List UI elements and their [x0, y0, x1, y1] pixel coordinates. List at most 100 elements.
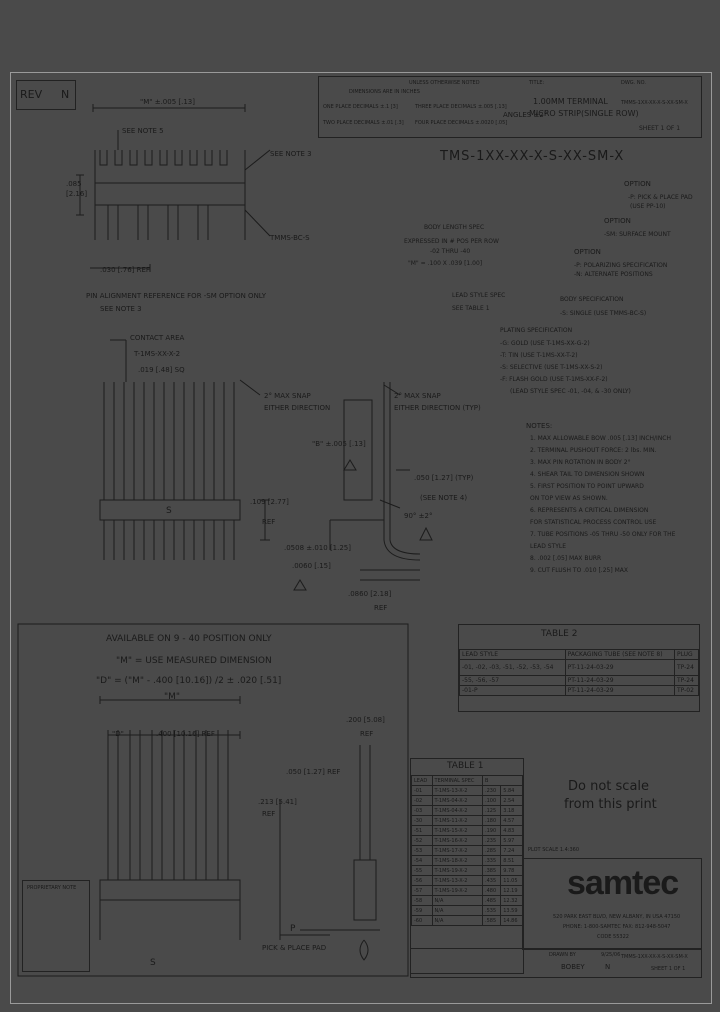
note-item: 4. SHEAR TAIL TO DIMENSION SHOWN: [530, 471, 645, 478]
label-dim-109: .109 [2.77]: [250, 498, 289, 506]
table1-cell: T-1MS-15-X-2: [431, 825, 484, 836]
table2-cell: TP-24: [673, 659, 700, 676]
option1-label: OPTION: [624, 180, 651, 188]
company-code: CODE 55322: [597, 934, 629, 940]
label-dim-0860: .0860 [2.18]: [348, 590, 392, 598]
table1-cell: .480: [482, 885, 502, 896]
table1-cell: N/A: [431, 905, 484, 916]
table1-cell: T-1MS-13-X-2: [431, 785, 484, 796]
plating-item: -G: GOLD (USE T-1MS-XX-G-2): [500, 340, 590, 347]
pp-dim-m: "M": [164, 692, 181, 702]
label-ref: REF: [262, 518, 276, 526]
note-item: ON TOP VIEW AS SHOWN.: [530, 495, 608, 502]
table1-cell: T-1MS-17-X-2: [431, 845, 484, 856]
label-pin-alignment-b: SEE NOTE 3: [100, 305, 142, 313]
dwg-label: DWG. NO.: [621, 80, 646, 86]
pp-pick-pad: PICK & PLACE PAD: [262, 944, 327, 952]
table1-cell: T-1MS-18-X-2: [431, 855, 484, 866]
body-spec-b: -S: SINGLE (USE TMMS-BC-S): [560, 310, 647, 317]
plating-label: PLATING SPECIFICATION: [500, 327, 573, 334]
table1-cell: .100: [482, 795, 502, 806]
tolerance-two-place: TWO PLACE DECIMALS ±.01 [.3]: [323, 120, 404, 126]
table1-cell: T-1MS-19-X-2: [431, 865, 484, 876]
scale-note-line2: from this print: [564, 797, 657, 812]
table1-cell: T-1MS-19-X-2: [431, 885, 484, 896]
table1-cell: .125: [482, 805, 502, 816]
table1-cell: 12.32: [500, 895, 523, 906]
table1-cell: 2.54: [500, 795, 523, 806]
option3-desc-a: -P: POLARIZING SPECIFICATION: [574, 262, 668, 269]
table1-cell: -30: [411, 815, 433, 826]
table1-cell: -56: [411, 875, 433, 886]
footer-date: 9/25/06: [601, 952, 621, 958]
label-see-note-3: SEE NOTE 3: [270, 150, 312, 158]
footer-sheet: SHEET 1 OF 1: [651, 966, 686, 972]
label-see-note-4: (SEE NOTE 4): [420, 494, 468, 502]
label-dim-m: "M" ±.005 [.13]: [140, 98, 195, 106]
table1-cell: T-1MS-04-X-2: [431, 795, 484, 806]
label-see-note-5: SEE NOTE 5: [122, 127, 164, 135]
label-dim-0060: .0060 [.15]: [292, 562, 331, 570]
table1-cell: -51: [411, 825, 433, 836]
table1-cell: -60: [411, 915, 433, 926]
table1-cell: 12.19: [500, 885, 523, 896]
body-length-b: -02 THRU -40: [430, 248, 471, 255]
company-block: samtec 520 PARK EAST BLVD, NEW ALBANY, I…: [522, 858, 702, 950]
table-row: -01-P PT-11-24-03-29 TP-02: [459, 685, 700, 696]
note-item: FOR STATISTICAL PROCESS CONTROL USE: [530, 519, 657, 526]
body-length-a: EXPRESSED IN # POS PER ROW: [404, 238, 499, 245]
note-item: 9. CUT FLUSH TO .010 [.25] MAX: [530, 567, 628, 574]
table1-cell: 4.83: [500, 825, 523, 836]
label-dim-085: .085: [66, 180, 82, 188]
dims-header: DIMENSIONS ARE IN INCHES: [349, 89, 420, 95]
note-item: 7. TUBE POSITIONS -05 THRU -50 ONLY FOR …: [530, 531, 676, 538]
drawn-by: BOBEY: [561, 963, 585, 971]
table2-cell: -01-P: [459, 685, 566, 696]
label-t1ms: T-1MS-XX-X-2: [134, 350, 181, 358]
table1-title: TABLE 1: [447, 761, 484, 771]
label-dim-050: .050 [1.27] (TYP): [414, 474, 474, 482]
label-either-direction-typ: EITHER DIRECTION (TYP): [394, 404, 481, 412]
table2-cell: PT-11-24-03-29: [564, 675, 675, 686]
table1-cell: .180: [482, 815, 502, 826]
label-s: S: [166, 506, 172, 516]
table1-cell: .190: [482, 825, 502, 836]
note-item: 6. REPRESENTS A CRITICAL DIMENSION: [530, 507, 649, 514]
table1-cell: N/A: [431, 895, 484, 906]
option3-label: OPTION: [574, 248, 601, 256]
angles-tolerance: ANGLES ±2°: [503, 111, 548, 119]
company-phone: PHONE: 1-800-SAMTEC FAX: 812-948-5047: [563, 924, 671, 930]
table-header-row: LEAD TERMINAL SPEC B: [411, 775, 523, 786]
rev-value: N: [61, 88, 70, 101]
footer-rev: N: [605, 963, 611, 971]
table1-cell: .535: [482, 905, 502, 916]
table2-cell: TP-02: [673, 685, 700, 696]
table1-cell: -55: [411, 865, 433, 876]
table2-cell: PT-11-24-03-29: [564, 659, 675, 676]
table1-cell: 4.57: [500, 815, 523, 826]
tolerance-four-place: FOUR PLACE DECIMALS ±.0020 [.05]: [415, 120, 508, 126]
title-line-2: MICRO STRIP(SINGLE ROW): [529, 109, 639, 118]
label-ref-030: .030 [.76] REF: [100, 266, 150, 274]
dwg-number: TMMS-1XX-XX-X-S-XX-SM-X: [621, 100, 688, 106]
revision-box: REV N: [16, 80, 76, 110]
plating-item: -F: FLASH GOLD (USE T-1MS-XX-F-2): [500, 376, 608, 383]
rev-label: REV: [20, 88, 43, 101]
label-dim-211: [2.16]: [66, 190, 88, 198]
table1-cell: .435: [482, 875, 502, 886]
pp-d-formula: "D" = ("M" - .400 [10.16]) /2 ± .020 [.5…: [96, 676, 282, 686]
table2-cell: -55, -56, -57: [459, 675, 566, 686]
note-item: LEAD STYLE: [530, 543, 567, 550]
